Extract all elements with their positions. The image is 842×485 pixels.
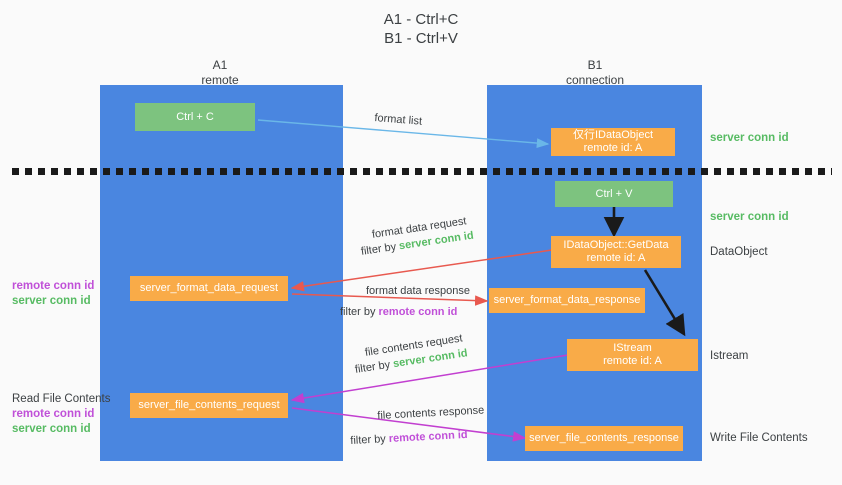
box-server-file-contents-response[interactable]: server_file_contents_response bbox=[525, 426, 683, 451]
page-title: A1 - Ctrl+C B1 - Ctrl+V bbox=[0, 10, 842, 48]
annotation-server-conn-id-4: server conn id bbox=[12, 423, 91, 435]
annotation-remote-conn-id-1: remote conn id bbox=[12, 280, 95, 292]
annotation-read-file-contents: Read File Contents bbox=[12, 393, 111, 405]
dashed-divider bbox=[12, 168, 832, 175]
box-server-format-data-request-label: server_format_data_request bbox=[139, 282, 279, 294]
box-idataobject-getdata[interactable]: IDataObject::GetData remote id: A bbox=[551, 236, 681, 268]
caption-filter-prefix-3: filter by bbox=[354, 358, 395, 376]
column-b1-sub: connection bbox=[565, 73, 625, 87]
box-istream[interactable]: IStream remote id: A bbox=[567, 339, 698, 371]
caption-filter-value-2: remote conn id bbox=[378, 306, 458, 318]
caption-file-contents-response-filter: filter by remote conn id bbox=[350, 428, 468, 448]
box-istream-line2: remote id: A bbox=[603, 355, 662, 367]
caption-filter-prefix-1: filter by bbox=[360, 240, 400, 258]
box-idataobject-getdata-line2: remote id: A bbox=[586, 252, 646, 264]
annotation-server-conn-id-middle: server conn id bbox=[710, 211, 789, 223]
title-line-2: B1 - Ctrl+V bbox=[384, 30, 458, 47]
box-server-format-data-response-label: server_format_data_response bbox=[493, 294, 641, 306]
title-line-1: A1 - Ctrl+C bbox=[383, 11, 459, 28]
caption-format-data-response: format data response bbox=[366, 285, 470, 297]
box-ctrl-c[interactable]: Ctrl + C bbox=[135, 103, 255, 131]
annotation-write-file-contents: Write File Contents bbox=[710, 432, 808, 444]
annotation-istream: Istream bbox=[710, 350, 749, 362]
caption-filter-prefix-2: filter by bbox=[340, 306, 379, 318]
box-server-format-data-response[interactable]: server_format_data_response bbox=[489, 288, 645, 313]
box-idataobject-remote[interactable]: 仅行IDataObject remote id: A bbox=[551, 128, 675, 156]
caption-filter-value-4: remote conn id bbox=[388, 428, 468, 445]
caption-file-contents-response: file contents response bbox=[377, 404, 485, 422]
box-idataobject-getdata-line1: IDataObject::GetData bbox=[563, 239, 669, 251]
column-b1-name: B1 bbox=[587, 58, 603, 72]
box-server-file-contents-request-label: server_file_contents_request bbox=[138, 399, 280, 411]
annotation-server-conn-id-3: server conn id bbox=[12, 295, 91, 307]
box-server-file-contents-request[interactable]: server_file_contents_request bbox=[130, 393, 288, 418]
box-istream-line1: IStream bbox=[613, 342, 652, 354]
box-ctrl-c-label: Ctrl + C bbox=[176, 110, 214, 123]
box-ctrl-v-label: Ctrl + V bbox=[595, 187, 633, 200]
box-idataobject-remote-line2: remote id: A bbox=[583, 142, 643, 154]
column-a1-sub: remote bbox=[201, 73, 239, 87]
annotation-conn-ids-format: remote conn id server conn id bbox=[12, 279, 94, 309]
annotation-read-file-contents-group: Read File Contents remote conn id server… bbox=[12, 392, 110, 437]
caption-filter-prefix-4: filter by bbox=[350, 432, 390, 447]
box-server-file-contents-response-label: server_file_contents_response bbox=[529, 432, 679, 444]
column-a1-name: A1 bbox=[212, 58, 228, 72]
annotation-remote-conn-id-2: remote conn id bbox=[12, 408, 95, 420]
column-header-b1: B1 connection bbox=[505, 58, 685, 88]
caption-format-list: format list bbox=[373, 111, 423, 128]
caption-format-data-response-filter: filter by remote conn id bbox=[340, 305, 457, 319]
annotation-server-conn-id-top: server conn id bbox=[710, 132, 789, 144]
annotation-dataobject: DataObject bbox=[710, 246, 768, 258]
box-idataobject-remote-line1: 仅行IDataObject bbox=[572, 129, 654, 141]
column-header-a1: A1 remote bbox=[130, 58, 310, 88]
box-ctrl-v[interactable]: Ctrl + V bbox=[555, 181, 673, 207]
box-server-format-data-request[interactable]: server_format_data_request bbox=[130, 276, 288, 301]
